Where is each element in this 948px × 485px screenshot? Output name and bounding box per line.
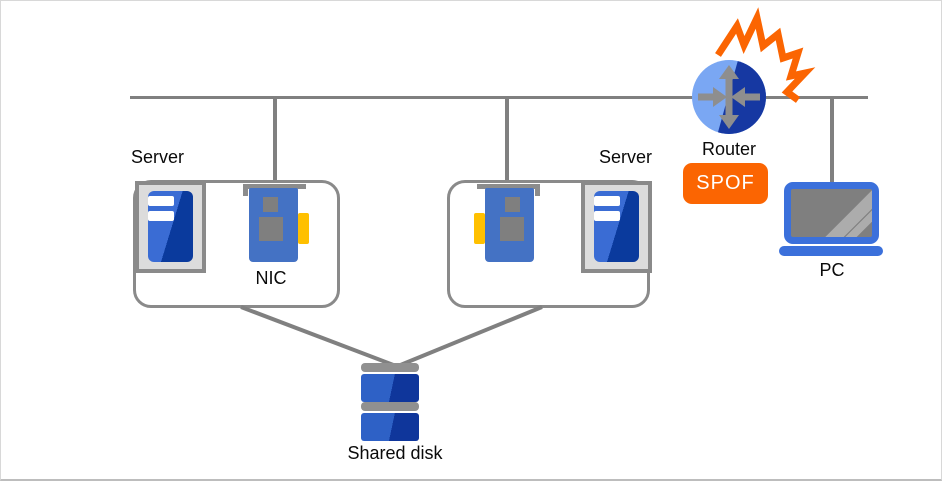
nic-bracket-tab bbox=[243, 184, 248, 196]
disk-platter-bar bbox=[361, 402, 419, 411]
disk-platter-bar bbox=[361, 363, 419, 372]
connector-bus-to-nic2 bbox=[505, 96, 509, 186]
nic-edge-connector bbox=[298, 213, 309, 244]
disk-body bbox=[361, 374, 419, 402]
server2-label: Server bbox=[598, 147, 652, 167]
server-slot bbox=[594, 196, 620, 206]
pc-label: PC bbox=[819, 260, 845, 280]
network-bus-line bbox=[130, 96, 868, 99]
nic1-icon bbox=[243, 183, 309, 263]
nic-edge-connector bbox=[474, 213, 485, 244]
server-slot bbox=[148, 196, 174, 206]
shared-disk-label: Shared disk bbox=[347, 443, 443, 463]
pc-base bbox=[779, 246, 883, 256]
pc-icon bbox=[784, 182, 879, 244]
server2-icon bbox=[581, 181, 652, 273]
disk-body bbox=[361, 413, 419, 441]
nic-chip-small bbox=[505, 197, 520, 212]
connector-bus-to-pc bbox=[830, 96, 834, 186]
nic-chip-large bbox=[500, 217, 524, 241]
server-slot bbox=[148, 211, 174, 221]
server-slot bbox=[594, 211, 620, 221]
connector-bus-to-nic1 bbox=[273, 96, 277, 186]
nic2-icon bbox=[474, 183, 540, 263]
nic-chip-small bbox=[263, 197, 278, 212]
nic-bracket bbox=[243, 184, 306, 189]
server1-icon bbox=[135, 181, 206, 273]
spof-badge: SPOF bbox=[683, 163, 768, 204]
nic-chip-large bbox=[259, 217, 283, 241]
router-label: Router bbox=[701, 139, 757, 159]
nic-bracket-tab bbox=[535, 184, 540, 196]
nic-label: NIC bbox=[255, 268, 287, 288]
server1-label: Server bbox=[131, 147, 185, 167]
